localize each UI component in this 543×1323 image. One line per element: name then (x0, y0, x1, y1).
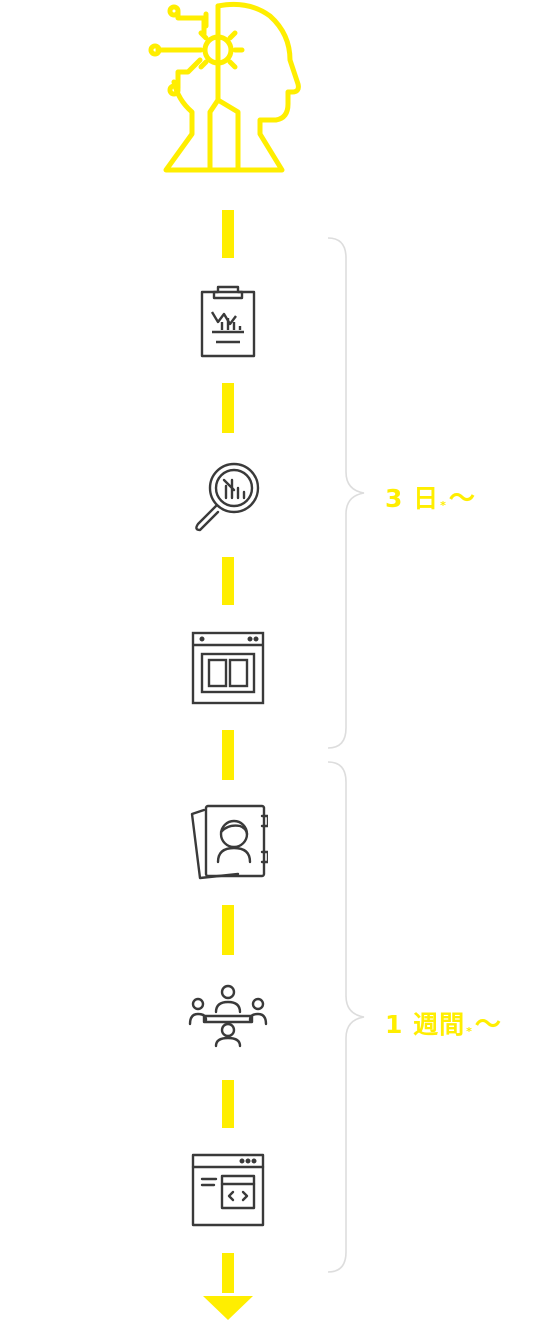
timeline-dash (222, 557, 234, 605)
persona-profile-cards-icon (190, 804, 268, 880)
duration-unit: 日 (413, 484, 440, 513)
timeline-dash (222, 730, 234, 780)
timeline-dash (222, 383, 234, 433)
duration-label: 3 日*〜 (385, 478, 476, 515)
timeline-dash (222, 1253, 234, 1293)
arrow-down-icon (203, 1296, 253, 1320)
duration-brace (327, 761, 365, 1273)
duration-mark: * (440, 499, 447, 512)
code-browser-icon (191, 1153, 265, 1227)
timeline-dash (222, 905, 234, 955)
ai-brain-gear-icon (148, 1, 301, 173)
team-meeting-icon (188, 984, 268, 1048)
magnifier-analysis-icon (195, 462, 260, 532)
duration-suffix: 〜 (474, 1010, 502, 1040)
duration-suffix: 〜 (448, 484, 476, 514)
duration-unit: 週間 (413, 1010, 466, 1039)
duration-number: 1 (385, 1010, 404, 1039)
wireframe-layout-icon (191, 631, 265, 705)
duration-label: 1 週間*〜 (385, 1004, 502, 1041)
timeline-dash (222, 1080, 234, 1128)
duration-brace (327, 237, 365, 749)
duration-number: 3 (385, 484, 404, 513)
duration-mark: * (466, 1025, 473, 1038)
timeline-dash (222, 210, 234, 258)
clipboard-chart-icon (200, 285, 256, 358)
